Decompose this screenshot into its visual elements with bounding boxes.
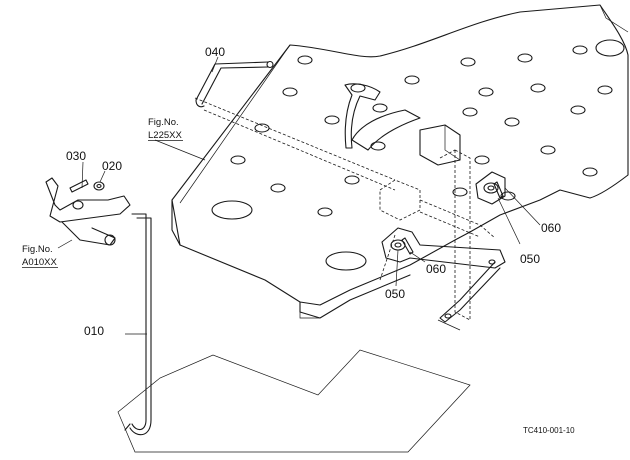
figure-ref-l225xx: Fig.No. L225XX [148, 117, 183, 141]
diagram-code: TC410-001-10 [523, 426, 575, 435]
label-010: 010 [84, 324, 104, 338]
label-030: 030 [66, 149, 86, 163]
pin-assembly-right [475, 171, 506, 205]
projection-lines [117, 302, 471, 453]
label-060-right: 060 [541, 221, 561, 235]
lever-assembly [45, 177, 131, 246]
figure-ref-l225xx-line1: Fig.No. [148, 117, 179, 128]
part-040-rod [195, 60, 274, 108]
label-020: 020 [102, 159, 122, 173]
label-050-center: 050 [385, 287, 405, 301]
figure-ref-a010xx: Fig.No. A010XX [22, 244, 58, 268]
leader-lines [57, 56, 541, 335]
figure-ref-a010xx-line1: Fig.No. [22, 244, 53, 255]
grommets [230, 45, 613, 217]
figure-ref-l225xx-line2: L225XX [148, 130, 182, 141]
floor-plate [171, 4, 629, 319]
label-050-right: 050 [520, 252, 540, 266]
label-040: 040 [205, 45, 225, 59]
label-060-center: 060 [426, 262, 446, 276]
figure-ref-a010xx-line2: A010XX [22, 257, 58, 268]
part-010-rod [124, 213, 152, 436]
